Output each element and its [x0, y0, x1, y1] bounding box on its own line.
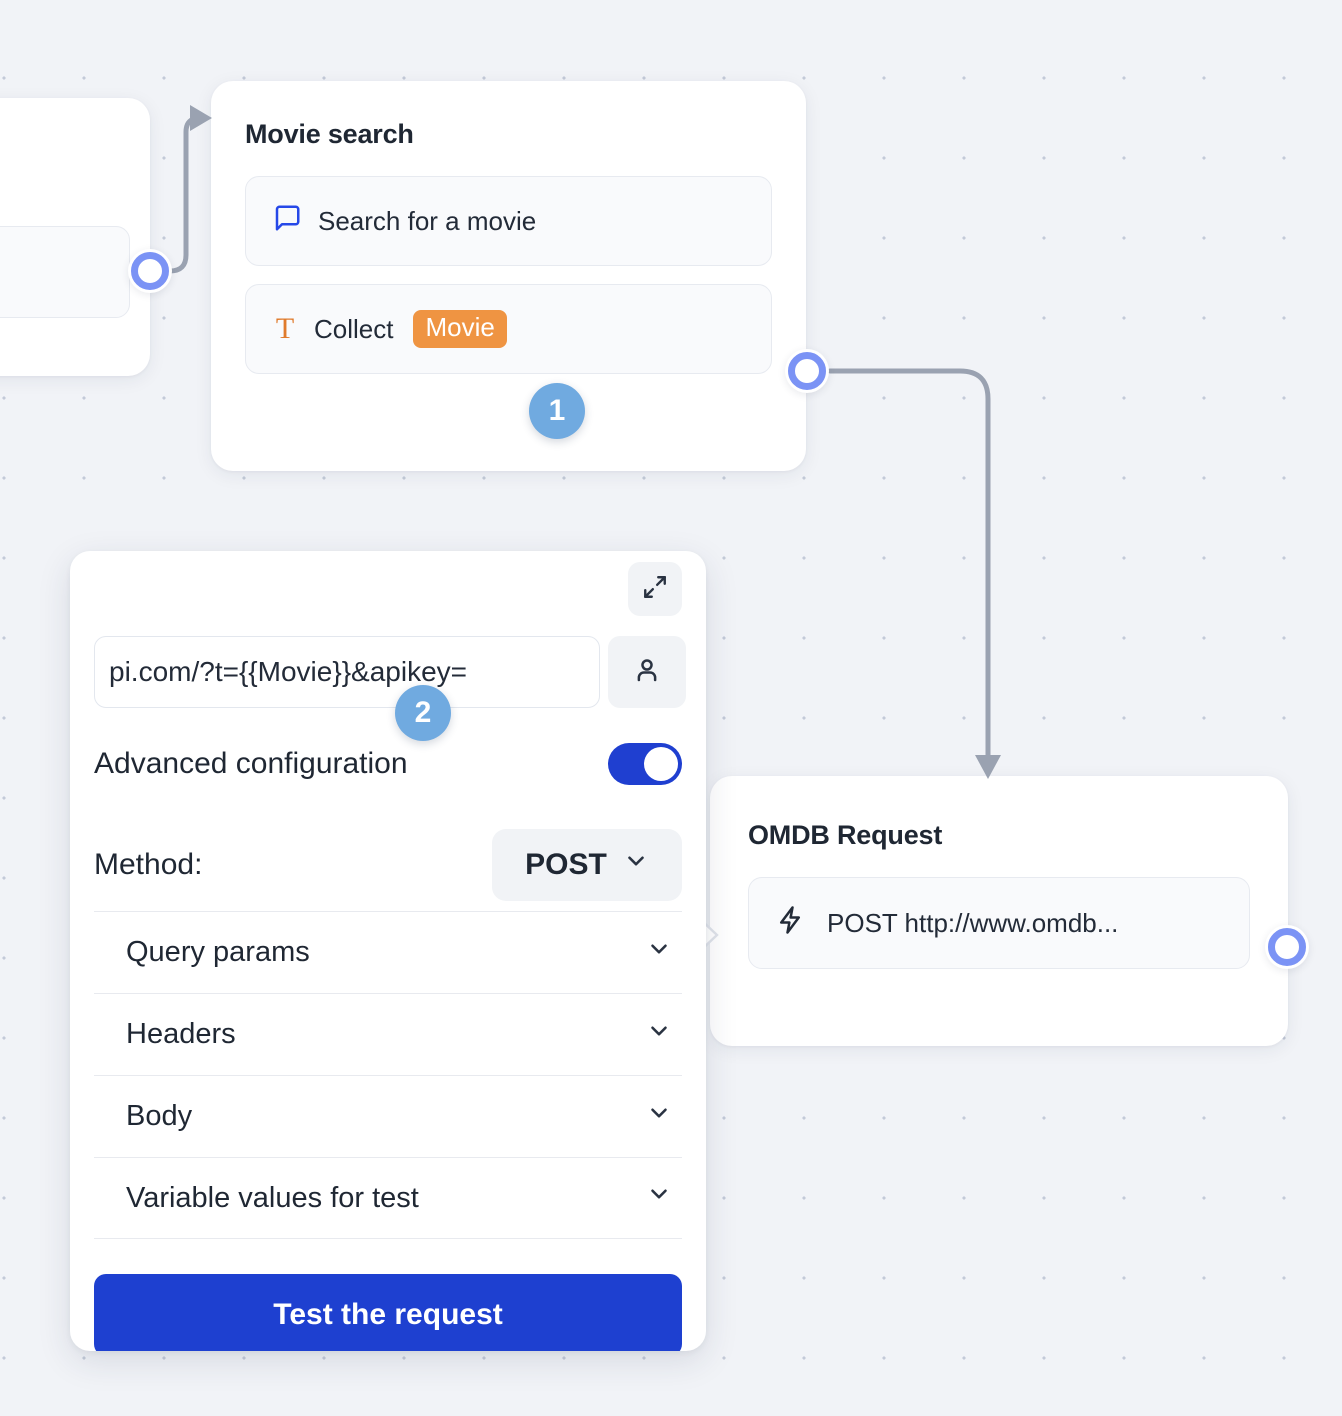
port-output-omdb-request[interactable] — [1265, 925, 1309, 969]
step-badge-2: 2 — [395, 685, 451, 741]
lightning-bolt-icon — [775, 905, 805, 942]
node-card-movie-search[interactable]: Movie search Search for a movie T Collec… — [211, 81, 806, 471]
request-config-panel[interactable]: pi.com/?t={{Movie}}&apikey= Advanced con… — [70, 551, 706, 1351]
accordion-label: Headers — [126, 1018, 236, 1050]
node-item-search-for-a-movie[interactable]: Search for a movie — [245, 176, 772, 266]
wire-arrowhead-movie — [190, 105, 212, 131]
auth-user-button[interactable] — [608, 636, 686, 708]
method-select[interactable]: POST — [492, 829, 682, 901]
node-item-collect-movie[interactable]: T Collect Movie — [245, 284, 772, 374]
accordion-body[interactable]: Body — [94, 1075, 682, 1157]
chevron-down-icon — [646, 1100, 672, 1134]
text-t-icon: T — [275, 312, 295, 345]
expand-panel-button[interactable] — [628, 562, 682, 616]
advanced-configuration-label: Advanced configuration — [94, 747, 408, 780]
chevron-down-icon — [623, 848, 649, 882]
chat-bubble-icon — [272, 203, 302, 240]
node-title-omdb-request: OMDB Request — [748, 820, 943, 850]
wire-left-to-movie — [149, 115, 201, 274]
method-value: POST — [525, 848, 607, 881]
node-title-movie-search: Movie search — [245, 119, 414, 149]
method-label: Method: — [94, 848, 203, 881]
chevron-down-icon — [646, 1018, 672, 1052]
user-icon — [632, 655, 662, 690]
node-item-label: POST http://www.omdb... — [827, 907, 1119, 938]
accordion-variable-values-for-test[interactable]: Variable values for test — [94, 1157, 682, 1239]
chevron-down-icon — [646, 936, 672, 970]
expand-diagonal-icon — [642, 574, 668, 605]
request-url-input[interactable]: pi.com/?t={{Movie}}&apikey= — [94, 636, 600, 708]
test-the-request-button[interactable]: Test the request — [94, 1274, 682, 1351]
port-output-movie-search[interactable] — [785, 349, 829, 393]
node-item-label: Search for a movie — [318, 205, 537, 236]
wire-movie-to-omdb — [827, 368, 991, 758]
accordion-label: Query params — [126, 936, 310, 968]
node-item-post-request[interactable]: POST http://www.omdb... — [698, 877, 1250, 969]
wire-arrowhead-omdb — [975, 755, 1001, 779]
node-item-partial[interactable] — [0, 226, 130, 318]
chevron-down-icon — [646, 1181, 672, 1215]
accordion-label: Body — [126, 1100, 193, 1132]
url-row: pi.com/?t={{Movie}}&apikey= — [94, 636, 686, 708]
accordion-query-params[interactable]: Query params — [94, 911, 682, 993]
advanced-configuration-toggle[interactable] — [608, 743, 682, 785]
node-item-label: Collect — [314, 313, 394, 344]
accordion-label: Variable values for test — [126, 1181, 419, 1214]
accordion-headers[interactable]: Headers — [94, 993, 682, 1075]
method-row: Method: POST — [94, 829, 682, 901]
advanced-configuration-row: Advanced configuration — [94, 743, 682, 785]
variable-tag-movie[interactable]: Movie — [413, 310, 507, 348]
step-badge-1: 1 — [529, 383, 585, 439]
accordion-list: Query params Headers Body — [94, 911, 682, 1239]
node-card-omdb-request[interactable]: OMDB Request POST http://www.omdb... — [698, 776, 1288, 1046]
port-output-left-node[interactable] — [128, 249, 172, 293]
node-card-partial-left[interactable] — [0, 98, 150, 376]
